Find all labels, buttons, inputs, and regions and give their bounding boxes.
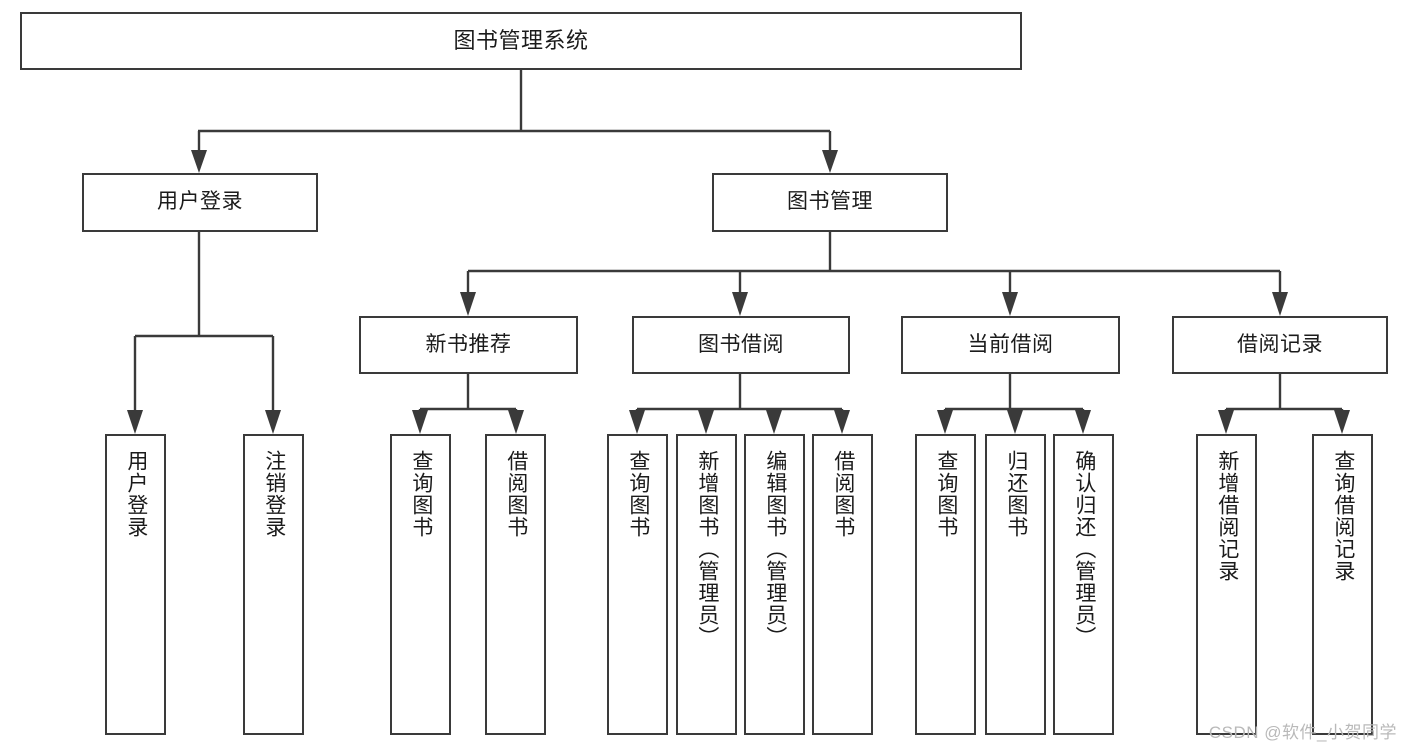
node-label: 当前借阅	[967, 332, 1054, 356]
leaf-borrow-query-book[interactable]: 查询图书	[607, 434, 668, 735]
node-label: 借阅图书	[831, 450, 855, 538]
node-label: 归还图书	[1004, 450, 1028, 538]
node-root-system[interactable]: 图书管理系统	[20, 12, 1022, 70]
node-book-management[interactable]: 图书管理	[712, 173, 948, 232]
leaf-user-login[interactable]: 用户登录	[105, 434, 166, 735]
leaf-current-return-book[interactable]: 归还图书	[985, 434, 1046, 735]
node-label: 新增借阅记录	[1215, 450, 1239, 582]
node-label: 图书借阅	[698, 332, 784, 356]
leaf-records-add-record[interactable]: 新增借阅记录	[1196, 434, 1257, 735]
leaf-borrow-edit-book-admin[interactable]: 编辑图书（管理员）	[744, 434, 805, 735]
leaf-recommend-query-book[interactable]: 查询图书	[390, 434, 451, 735]
leaf-current-query-book[interactable]: 查询图书	[915, 434, 976, 735]
node-user-login[interactable]: 用户登录	[82, 173, 318, 232]
node-label: 图书管理系统	[453, 28, 589, 54]
node-book-borrow[interactable]: 图书借阅	[632, 316, 850, 374]
node-label: 用户登录	[157, 190, 243, 214]
leaf-borrow-add-book-admin[interactable]: 新增图书（管理员）	[676, 434, 737, 735]
node-label: 借阅记录	[1237, 332, 1323, 356]
node-new-book-recommend[interactable]: 新书推荐	[359, 316, 578, 374]
node-label: 用户登录	[124, 450, 148, 538]
node-label: 查询图书	[934, 450, 958, 538]
leaf-user-logout[interactable]: 注销登录	[243, 434, 304, 735]
leaf-borrow-borrow-book[interactable]: 借阅图书	[812, 434, 873, 735]
node-label: 查询图书	[626, 450, 650, 538]
node-label: 查询图书	[409, 450, 433, 538]
node-label: 编辑图书（管理员）	[763, 450, 787, 648]
leaf-recommend-borrow-book[interactable]: 借阅图书	[485, 434, 546, 735]
leaf-current-confirm-return-admin[interactable]: 确认归还（管理员）	[1053, 434, 1114, 735]
node-label: 图书管理	[787, 190, 873, 214]
node-label: 借阅图书	[504, 450, 528, 538]
node-current-borrow[interactable]: 当前借阅	[901, 316, 1120, 374]
node-label: 查询借阅记录	[1331, 450, 1355, 582]
node-borrow-records[interactable]: 借阅记录	[1172, 316, 1388, 374]
csdn-watermark: CSDN @软件_小贺同学	[1208, 723, 1397, 742]
leaf-records-query-record[interactable]: 查询借阅记录	[1312, 434, 1373, 735]
node-label: 注销登录	[262, 450, 286, 538]
node-label: 新书推荐	[425, 332, 512, 356]
node-label: 新增图书（管理员）	[695, 450, 719, 648]
node-label: 确认归还（管理员）	[1072, 450, 1096, 648]
